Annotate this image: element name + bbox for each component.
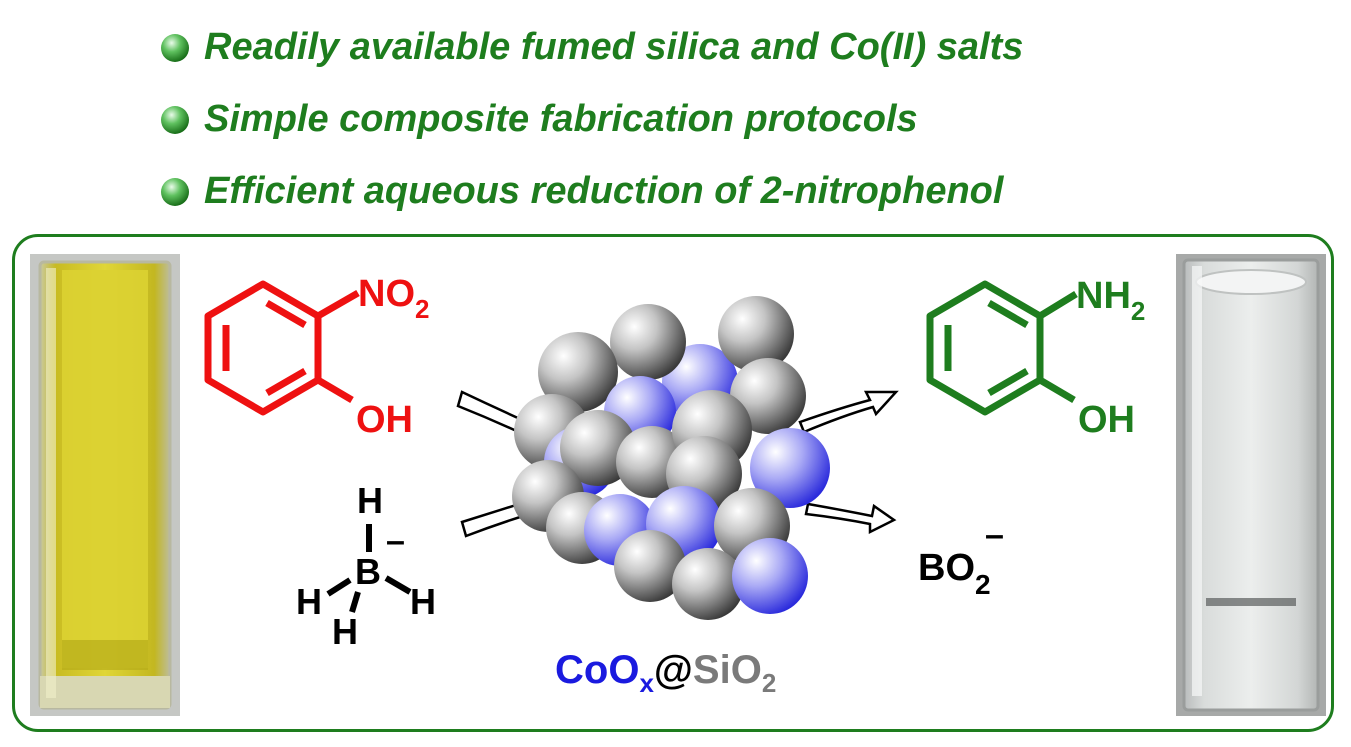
borohydride-charge: – <box>386 522 405 560</box>
catalyst-label-at: @ <box>653 648 693 692</box>
silica-sphere <box>610 304 686 380</box>
feature-item: Readily available fumed silica and Co(II… <box>158 26 1023 69</box>
borohydride-h-bottom: H <box>332 611 358 652</box>
silica-sphere <box>614 530 686 602</box>
silica-sphere <box>718 296 794 372</box>
product-amino-label: NH2 <box>1076 275 1145 326</box>
feature-item: Efficient aqueous reduction of 2-nitroph… <box>158 170 1003 213</box>
reactant-2-nitrophenol <box>204 280 360 416</box>
silica-sphere <box>538 332 618 412</box>
borohydride-h-right: H <box>410 581 436 622</box>
catalyst-label-cobalt: CoOx <box>555 648 654 698</box>
borohydride-h-top: H <box>357 480 383 521</box>
reaction-scheme-frame <box>12 234 1334 732</box>
reactant-nitro-label: NO2 <box>358 273 429 324</box>
catalyst-label-silica: SiO2 <box>692 648 777 698</box>
reactant-hydroxyl-label: OH <box>356 399 413 441</box>
catalyst-particle-cluster <box>512 296 830 620</box>
metaborate-charge: – <box>985 516 1004 554</box>
cobalt-sphere <box>732 538 808 614</box>
output-arrow-bottom <box>804 502 897 535</box>
cuvette-after-photo <box>1176 254 1326 716</box>
borohydride-structure: H B – H H H <box>296 480 436 652</box>
feature-text: Readily available fumed silica and Co(II… <box>204 26 1024 68</box>
feature-list: Readily available fumed silica and Co(II… <box>0 0 1351 230</box>
product-hydroxyl-label: OH <box>1078 399 1135 441</box>
green-bullet-icon <box>161 33 189 62</box>
silica-sphere <box>672 548 744 620</box>
borohydride-h-left: H <box>296 581 322 622</box>
feature-text: Simple composite fabrication protocols <box>204 98 918 140</box>
green-bullet-icon <box>161 105 189 134</box>
borohydride-b-atom: B <box>355 551 381 592</box>
cuvette-before-photo <box>30 254 180 716</box>
catalyst-label: CoOx@SiO2 <box>555 648 776 699</box>
green-bullet-icon <box>161 177 189 206</box>
feature-item: Simple composite fabrication protocols <box>158 98 918 141</box>
metaborate-formula: BO2 <box>918 547 991 600</box>
metaborate-byproduct: BO2 – <box>918 516 1004 600</box>
cobalt-sphere <box>750 428 830 508</box>
feature-text: Efficient aqueous reduction of 2-nitroph… <box>204 170 1004 212</box>
output-arrow-top <box>798 390 899 434</box>
product-2-aminophenol <box>926 280 1078 416</box>
